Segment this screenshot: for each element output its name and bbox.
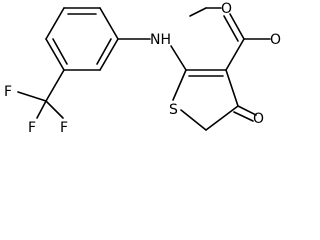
fluorine-label: F (60, 120, 68, 136)
ester-carbonyl-oxygen-label: O (270, 32, 281, 48)
atom-labels: NH S O O O F F F (4, 1, 281, 136)
bond (229, 13, 245, 40)
structure-canvas: NH S O O O F F F (4, 1, 281, 136)
ester-ether-oxygen-label: O (221, 1, 232, 17)
sulfur-label: S (169, 102, 178, 118)
bond (172, 69, 187, 101)
bond (223, 15, 239, 42)
bond (45, 38, 65, 71)
bond (45, 100, 64, 119)
bond (45, 69, 65, 102)
bond (225, 38, 245, 71)
bond (52, 38, 68, 65)
bond (45, 7, 65, 40)
bond (36, 100, 47, 119)
bonds (17, 7, 271, 131)
bond (170, 45, 187, 71)
bond (99, 38, 119, 71)
fluorine-label: F (4, 84, 12, 100)
bond (237, 105, 257, 116)
bond (96, 38, 112, 65)
nh-label: NH (150, 32, 171, 48)
chemical-structure: NH S O O O F F F (4, 1, 281, 136)
bond (17, 91, 47, 102)
ketone-oxygen-label: O (253, 111, 264, 127)
bond (99, 7, 119, 40)
bond (180, 109, 207, 131)
bond (205, 105, 239, 131)
bond (233, 111, 254, 122)
bond (189, 7, 207, 17)
bond (225, 69, 239, 107)
fluorine-label: F (28, 120, 36, 136)
